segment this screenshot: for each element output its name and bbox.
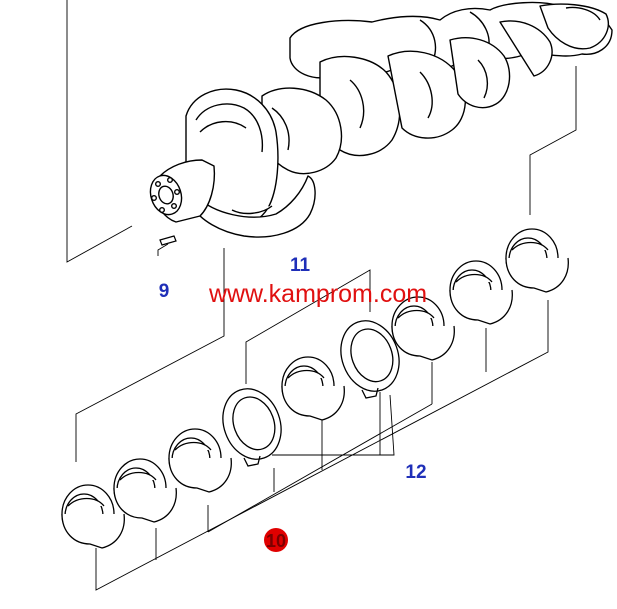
bearing-shells bbox=[61, 228, 569, 549]
callout-10-badge bbox=[264, 528, 288, 552]
thrust-washers bbox=[222, 320, 400, 467]
callout-11: 11 bbox=[290, 255, 311, 276]
thrust-washer bbox=[222, 388, 282, 467]
callout-10: 10 bbox=[266, 531, 286, 551]
bearing-shell bbox=[281, 356, 345, 421]
callout-9: 9 bbox=[159, 281, 170, 302]
callout-12: 12 bbox=[405, 462, 426, 483]
watermark: www.kamprom.com bbox=[208, 280, 427, 308]
bearing-shell bbox=[168, 428, 232, 493]
leader-lines bbox=[66, 0, 577, 591]
bearing-shell bbox=[505, 228, 569, 293]
bearing-shell bbox=[61, 484, 125, 549]
bearing-shell bbox=[391, 296, 455, 361]
bearing-shell bbox=[113, 458, 177, 523]
dowel-pin bbox=[159, 235, 177, 246]
bearing-shell bbox=[449, 260, 513, 325]
thrust-washer bbox=[340, 320, 400, 399]
crankshaft bbox=[149, 1, 613, 238]
